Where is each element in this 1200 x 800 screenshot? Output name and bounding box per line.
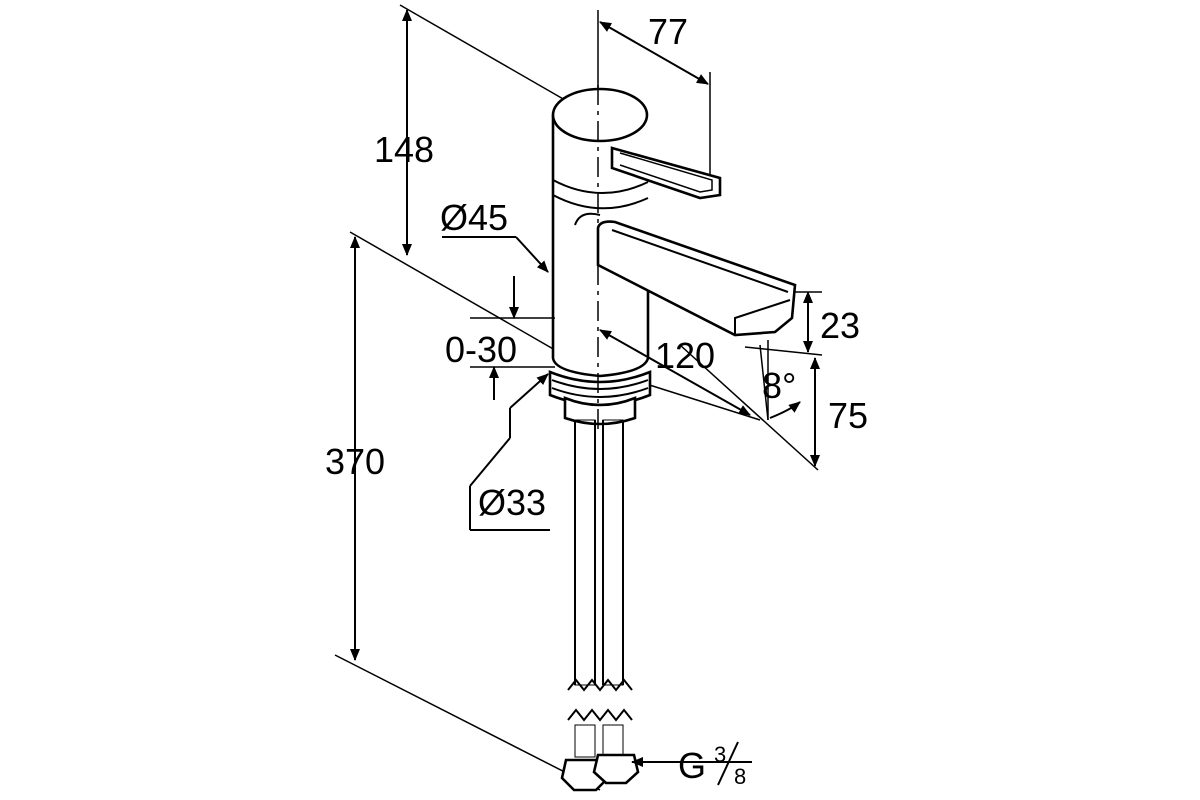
dim-120-label: 120 <box>655 335 715 376</box>
dim-diameter-45-label: Ø45 <box>440 197 508 238</box>
hoses <box>560 419 640 792</box>
dim-77-label: 77 <box>648 11 688 52</box>
dimension-labels: 148 370 77 Ø45 0-30 Ø33 120 23 75 8° G 3… <box>325 11 868 789</box>
dim-75-label: 75 <box>828 395 868 436</box>
dim-148-label: 148 <box>374 129 434 170</box>
dim-clamp-range-label: 0-30 <box>445 329 517 370</box>
dim-angle-label: 8° <box>762 365 796 406</box>
faucet-body <box>548 85 797 430</box>
dimension-lines <box>350 8 820 767</box>
connection-numerator-label: 3 <box>714 742 726 767</box>
dim-370-label: 370 <box>325 441 385 482</box>
dim-diameter-33-label: Ø33 <box>478 482 546 523</box>
connection-prefix-label: G <box>678 745 706 786</box>
dim-23-label: 23 <box>820 305 860 346</box>
connection-denominator-label: 8 <box>734 764 746 789</box>
